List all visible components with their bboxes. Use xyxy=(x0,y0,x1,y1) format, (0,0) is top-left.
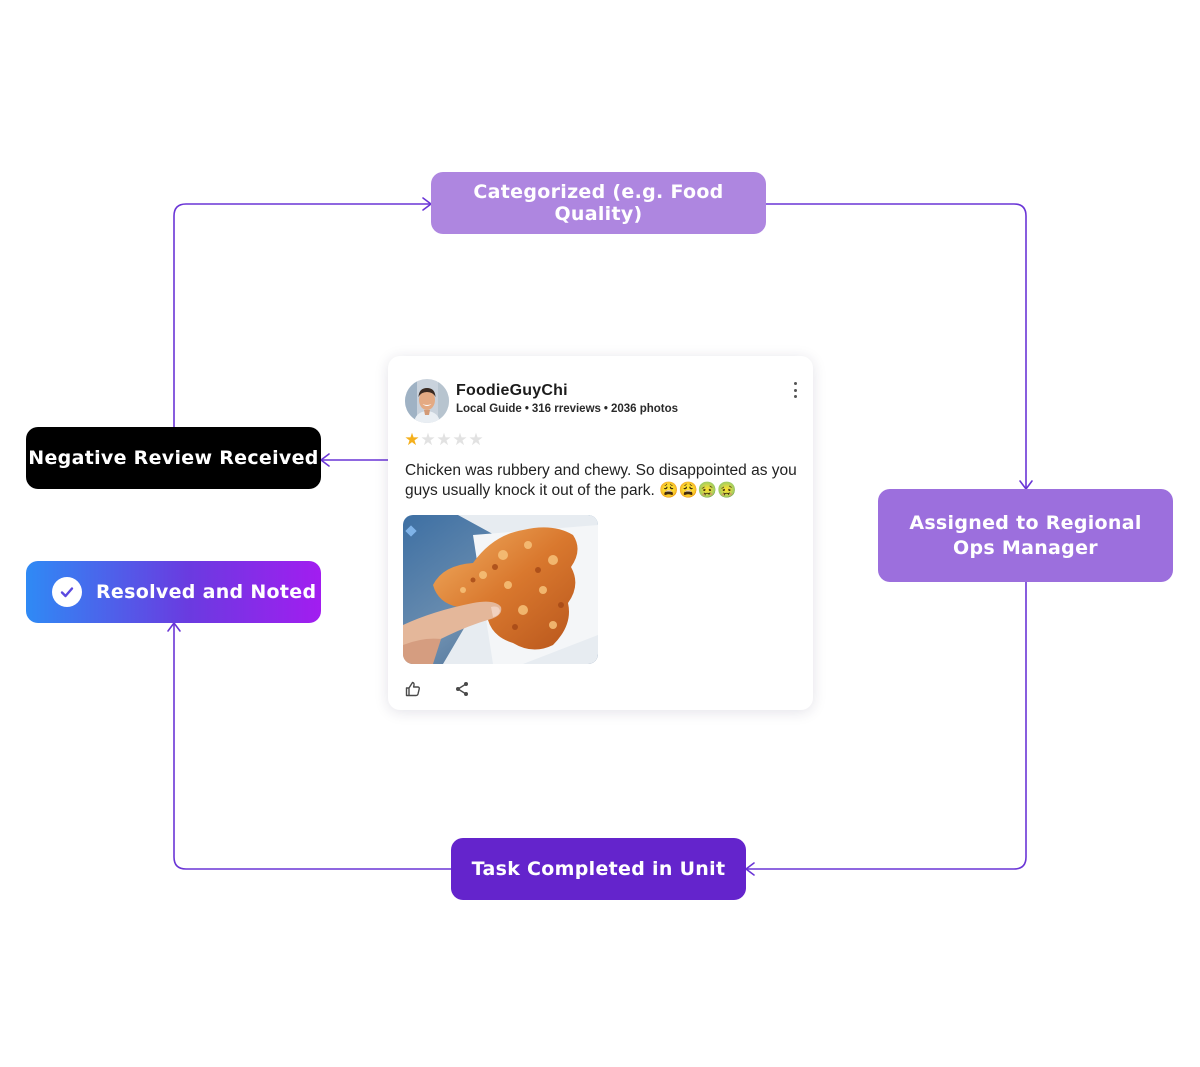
node-negative-review: Negative Review Received xyxy=(26,427,321,489)
connector-assigned-to-task xyxy=(745,581,1027,870)
review-card: FoodieGuyChi Local Guide•316 rreviews•20… xyxy=(388,356,813,710)
node-task-completed: Task Completed in Unit xyxy=(451,838,746,900)
node-assigned-ops-manager: Assigned to Regional Ops Manager xyxy=(878,489,1173,582)
connector-task-to-resolved xyxy=(173,622,452,870)
node-categorized: Categorized (e.g. Food Quality) xyxy=(431,172,766,234)
node-assigned-label-line2: Ops Manager xyxy=(953,536,1098,559)
thumbs-up-icon[interactable] xyxy=(404,680,422,698)
star-icon-empty: ★ xyxy=(468,430,484,449)
share-icon[interactable] xyxy=(453,680,471,698)
star-rating: ★ ★ ★ ★ ★ xyxy=(404,430,484,450)
reviewer-photos-count: 2036 photos xyxy=(610,403,679,415)
arrowhead-into-resolved xyxy=(167,622,181,632)
star-icon-empty: ★ xyxy=(420,430,436,449)
node-task-completed-label: Task Completed in Unit xyxy=(471,858,726,880)
node-negative-review-label: Negative Review Received xyxy=(28,447,319,469)
arrowhead-into-task xyxy=(745,862,755,876)
reviewer-meta: Local Guide•316 rreviews•2036 photos xyxy=(456,403,679,415)
star-icon-empty: ★ xyxy=(436,430,452,449)
avatar xyxy=(405,379,449,423)
star-icon-empty: ★ xyxy=(452,430,468,449)
review-text: Chicken was rubbery and chewy. So disapp… xyxy=(405,462,797,499)
reviewer-guide-label: Local Guide xyxy=(456,403,522,415)
star-icon-filled: ★ xyxy=(404,430,420,449)
reviewer-reviews-count: 316 rreviews xyxy=(531,403,601,415)
check-circle-icon xyxy=(52,577,82,607)
reviewer-name[interactable]: FoodieGuyChi xyxy=(456,382,568,399)
connector-negative-to-categorized xyxy=(173,203,432,428)
review-photo-fried-chicken[interactable] xyxy=(403,515,598,664)
kebab-menu-icon[interactable] xyxy=(789,380,801,400)
node-assigned-label-line1: Assigned to Regional xyxy=(909,511,1142,534)
arrowhead-into-negative xyxy=(320,453,330,467)
node-resolved: Resolved and Noted xyxy=(26,561,321,623)
node-categorized-label: Categorized (e.g. Food Quality) xyxy=(473,181,724,225)
connector-categorized-to-assigned xyxy=(765,203,1027,490)
node-resolved-label: Resolved and Noted xyxy=(96,581,317,603)
